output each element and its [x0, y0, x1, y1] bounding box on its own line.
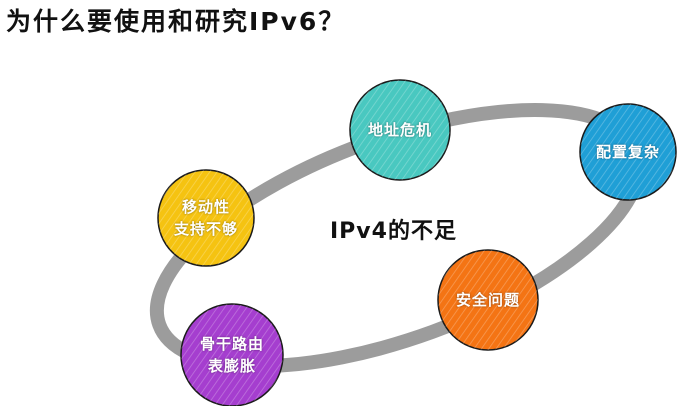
node-circle-config	[579, 103, 677, 201]
node-label-mobility: 移动性 支持不够	[173, 198, 238, 238]
node-label-config: 配置复杂	[595, 143, 660, 161]
node-circle-addr	[349, 79, 451, 181]
node-circle-mobility	[157, 169, 255, 267]
node-label-routing: 骨干路由 表膨胀	[199, 335, 264, 375]
page-title: 为什么要使用和研究IPv6？	[6, 7, 346, 36]
center-label: IPv4的不足	[330, 219, 457, 244]
node-label-addr: 地址危机	[367, 121, 432, 139]
node-circle-routing	[180, 303, 284, 406]
node-circle-security	[437, 249, 539, 351]
node-label-security: 安全问题	[455, 291, 520, 309]
